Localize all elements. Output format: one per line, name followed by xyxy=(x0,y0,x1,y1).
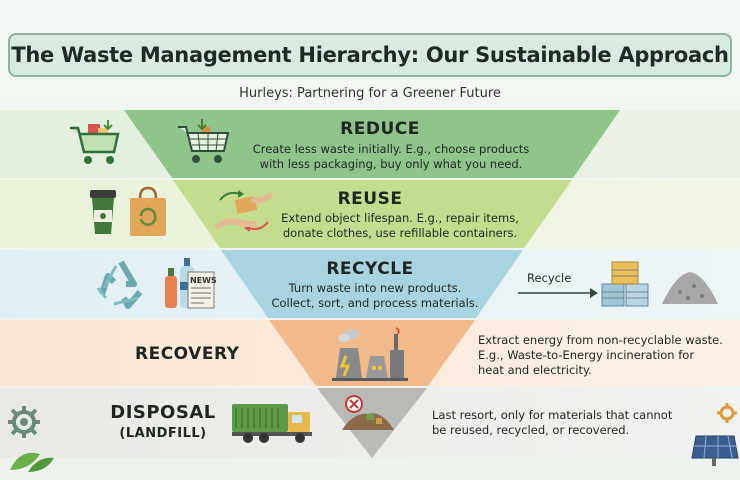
tier-desc-line: E.g., Waste-to-Energy incineration for xyxy=(478,348,695,362)
arrow-right-icon xyxy=(518,288,598,298)
tier-desc-line: donate clothes, use refillable container… xyxy=(282,226,518,240)
tier-desc-line: Extend object lifespan. E.g., repair ite… xyxy=(281,211,519,225)
shopping-cart-icon xyxy=(70,120,120,164)
tier-desc-line: with less packaging, buy only what you n… xyxy=(259,157,523,171)
disposal-title-line: DISPOSAL xyxy=(110,402,216,423)
tier-desc-line: Extract energy from non-recyclable waste… xyxy=(478,333,723,347)
pyramid-tier-recovery xyxy=(269,320,475,386)
tier-desc-recycle: Turn waste into new products. Collect, s… xyxy=(255,281,495,311)
landfill-icon xyxy=(342,395,394,430)
tier-desc-disposal: Last resort, only for materials that can… xyxy=(432,408,712,438)
gear-icon xyxy=(717,403,737,423)
tier-title-recovery: RECOVERY xyxy=(135,344,240,364)
disposal-title-line: (LANDFILL) xyxy=(119,426,207,441)
gravel-pile-icon xyxy=(662,272,718,304)
tier-desc-line: Collect, sort, and process materials. xyxy=(271,296,479,310)
pyramid-tier-recycle xyxy=(221,250,523,318)
power-plant-icon xyxy=(332,327,408,381)
page-title: The Waste Management Hierarchy: Our Sust… xyxy=(11,43,729,67)
gear-icon xyxy=(8,406,40,438)
coffee-cup-icon xyxy=(90,190,116,234)
tier-title-reduce: REDUCE xyxy=(340,119,420,139)
svg-text:NEWS: NEWS xyxy=(190,276,216,285)
tier-title-disposal: DISPOSAL (LANDFILL) xyxy=(98,402,228,441)
page-subtitle: Hurleys: Partnering for a Greener Future xyxy=(239,86,501,101)
hands-exchange-icon xyxy=(215,190,273,232)
newspaper-icon: NEWS xyxy=(187,271,216,309)
shopping-bag-icon xyxy=(130,186,166,236)
tier-title-reuse: REUSE xyxy=(337,189,403,209)
tier-desc-line: be reused, recycled, or recovered. xyxy=(432,423,630,437)
tier-desc-reuse: Extend object lifespan. E.g., repair ite… xyxy=(260,211,540,241)
leaf-icon xyxy=(10,452,54,472)
pyramid-tier-reduce xyxy=(124,110,620,178)
tier-desc-recovery: Extract energy from non-recyclable waste… xyxy=(478,333,740,378)
recycle-symbol-icon xyxy=(96,260,143,309)
tier-desc-line: Turn waste into new products. xyxy=(288,281,462,295)
title-banner: The Waste Management Hierarchy: Our Sust… xyxy=(8,33,732,77)
tier-desc-line: Create less waste initially. E.g., choos… xyxy=(252,142,530,156)
shopping-cart-icon xyxy=(178,119,230,163)
garbage-truck-icon xyxy=(232,404,312,443)
tier-desc-line: Last resort, only for materials that can… xyxy=(432,408,673,422)
tier-title-recycle: RECYCLE xyxy=(326,259,414,279)
bales-icon xyxy=(601,261,649,307)
tier-desc-line: heat and electricity. xyxy=(478,363,592,377)
solar-panel-icon xyxy=(691,435,739,466)
recycle-output-label: Recycle xyxy=(527,271,572,285)
tier-desc-reduce: Create less waste initially. E.g., choos… xyxy=(226,142,556,172)
